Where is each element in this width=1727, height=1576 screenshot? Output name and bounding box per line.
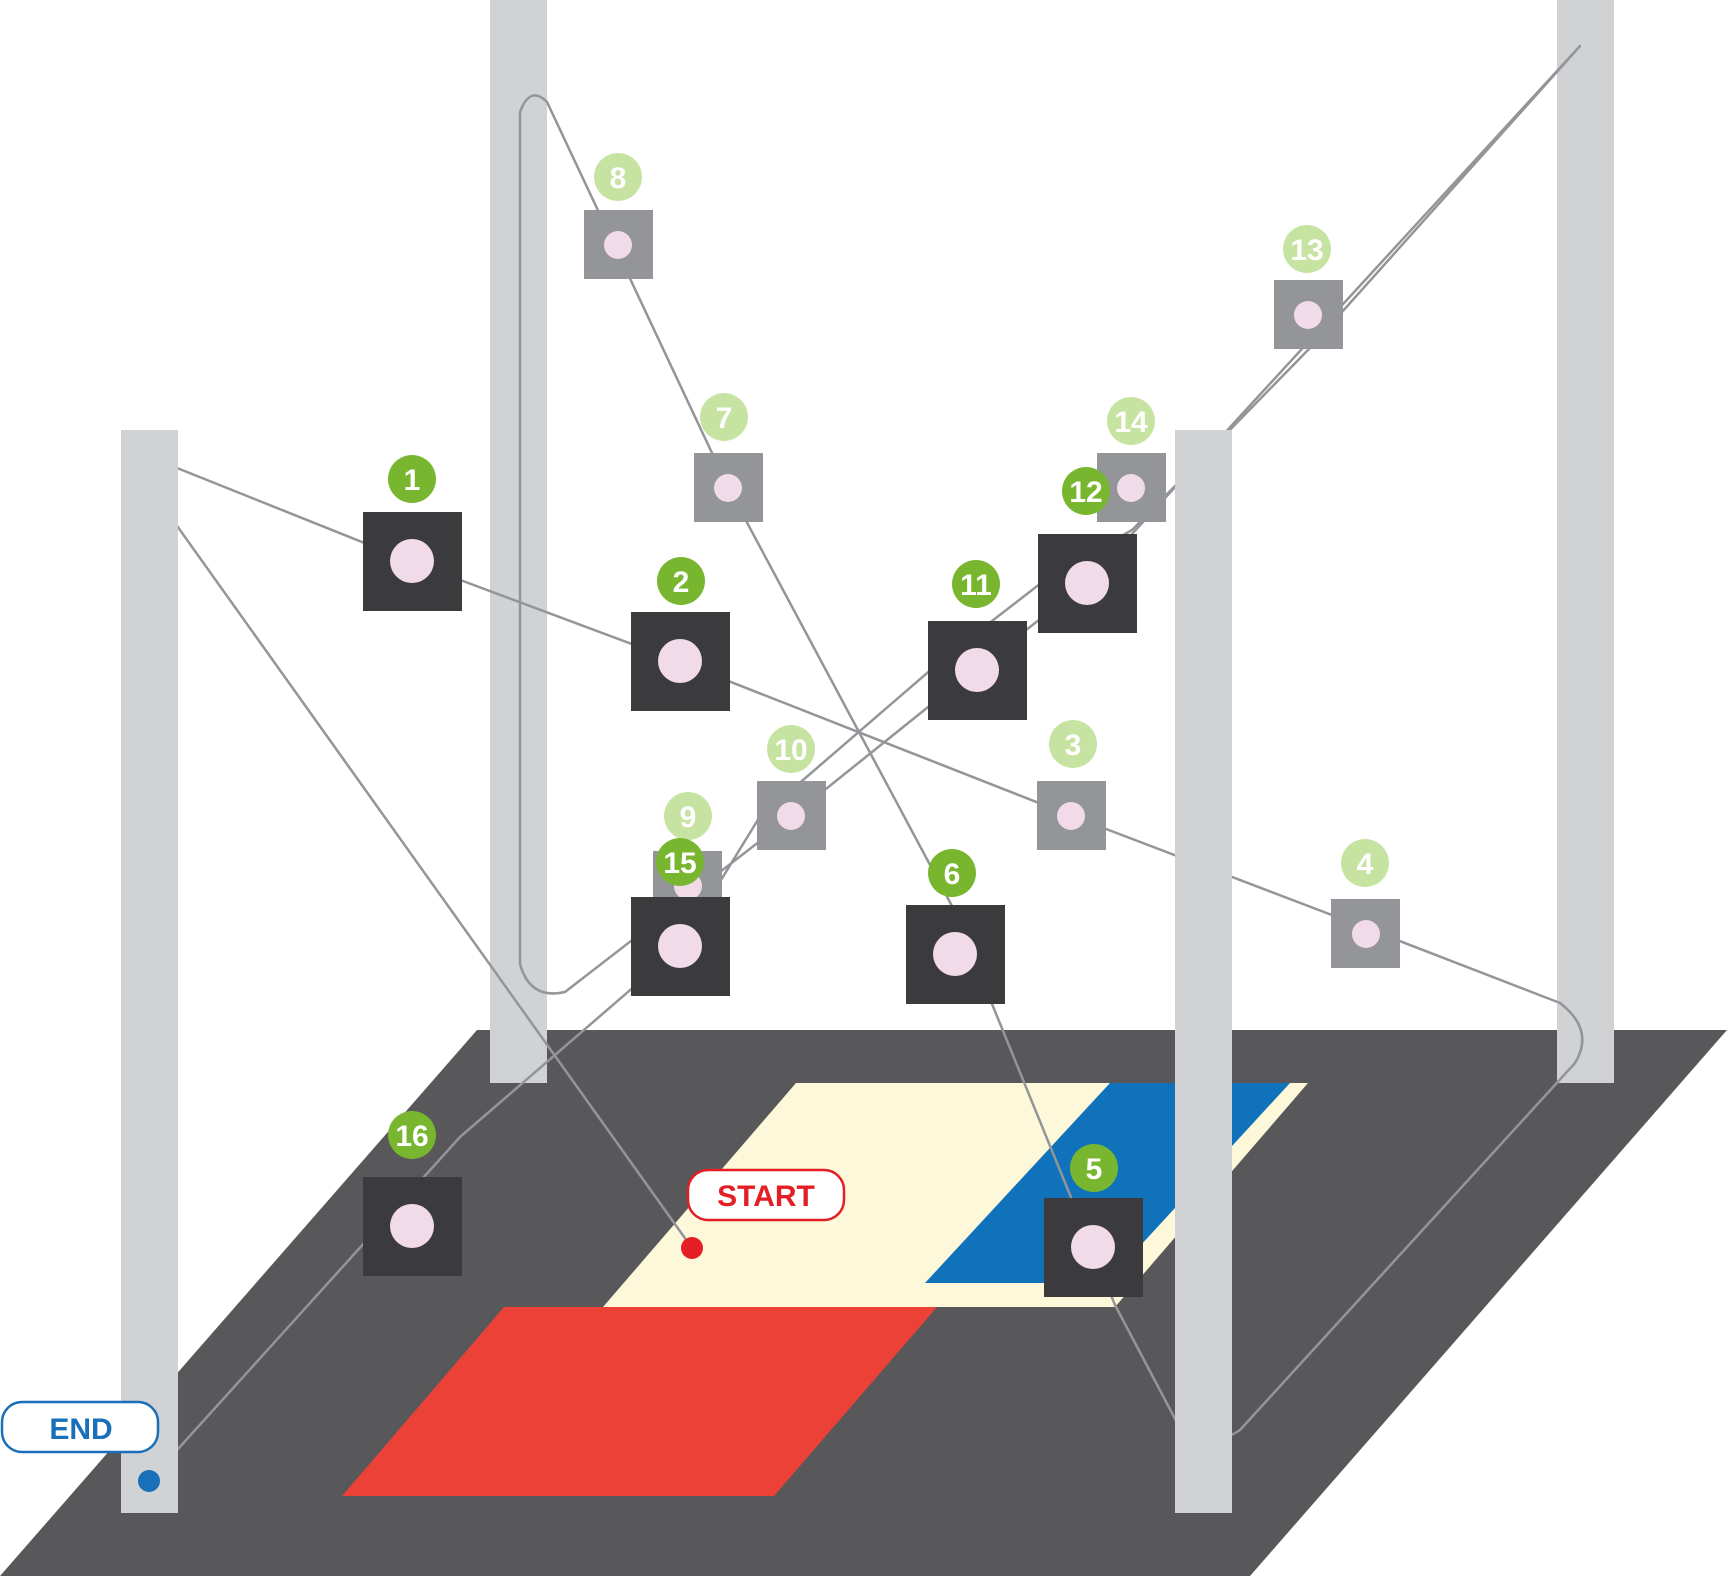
badge-5: 5 bbox=[1070, 1144, 1118, 1192]
pole-back-left bbox=[490, 0, 547, 1083]
panel-8 bbox=[584, 210, 653, 279]
svg-text:4: 4 bbox=[1357, 848, 1374, 881]
badge-7: 7 bbox=[700, 393, 748, 441]
badge-16: 16 bbox=[388, 1111, 436, 1159]
panel-10 bbox=[757, 781, 826, 850]
svg-text:15: 15 bbox=[663, 847, 696, 880]
end-dot bbox=[138, 1470, 160, 1492]
panel-15 bbox=[631, 897, 730, 996]
svg-text:16: 16 bbox=[395, 1120, 428, 1153]
svg-text:14: 14 bbox=[1114, 406, 1148, 439]
pole-front-right bbox=[1175, 430, 1232, 1513]
end-marker: END bbox=[0, 1400, 160, 1492]
target-16 bbox=[390, 1204, 434, 1248]
panel-6 bbox=[906, 905, 1005, 1004]
badge-14: 14 bbox=[1107, 397, 1155, 445]
badge-9: 9 bbox=[664, 792, 712, 840]
target-5 bbox=[1071, 1225, 1115, 1269]
end-label: END bbox=[49, 1413, 112, 1446]
svg-text:11: 11 bbox=[960, 569, 992, 602]
target-6 bbox=[933, 932, 977, 976]
start-marker: START bbox=[681, 1168, 846, 1259]
svg-text:13: 13 bbox=[1290, 234, 1323, 267]
red-mat bbox=[342, 1307, 937, 1496]
target-8 bbox=[604, 231, 632, 259]
panel-5 bbox=[1044, 1198, 1143, 1297]
start-dot bbox=[681, 1237, 703, 1259]
target-4 bbox=[1352, 920, 1380, 948]
badge-11: 11 bbox=[952, 560, 1000, 608]
svg-text:10: 10 bbox=[774, 734, 807, 767]
panel-16 bbox=[363, 1177, 462, 1276]
badge-6: 6 bbox=[928, 849, 976, 897]
panel-7 bbox=[694, 453, 763, 522]
target-10 bbox=[777, 802, 805, 830]
start-label-box bbox=[686, 1168, 846, 1222]
target-15 bbox=[658, 924, 702, 968]
panel-1 bbox=[363, 512, 462, 611]
panel-13 bbox=[1274, 280, 1343, 349]
target-7 bbox=[714, 474, 742, 502]
start-label: START bbox=[717, 1180, 815, 1213]
svg-text:12: 12 bbox=[1069, 476, 1102, 509]
target-2 bbox=[658, 639, 702, 683]
badge-2: 2 bbox=[657, 557, 705, 605]
svg-text:2: 2 bbox=[673, 566, 690, 599]
badge-12: 12 bbox=[1062, 467, 1110, 515]
target-13 bbox=[1294, 301, 1322, 329]
badge-3: 3 bbox=[1049, 720, 1097, 768]
svg-text:5: 5 bbox=[1086, 1153, 1103, 1186]
pole-front-left bbox=[121, 430, 178, 1513]
target-3 bbox=[1057, 802, 1085, 830]
badge-8: 8 bbox=[594, 153, 642, 201]
badge-13: 13 bbox=[1283, 225, 1331, 273]
panel-2 bbox=[631, 612, 730, 711]
svg-text:6: 6 bbox=[944, 858, 961, 891]
svg-text:3: 3 bbox=[1065, 729, 1082, 762]
badge-4: 4 bbox=[1341, 839, 1389, 887]
panel-4 bbox=[1331, 899, 1400, 968]
svg-text:8: 8 bbox=[610, 162, 627, 195]
panel-3 bbox=[1037, 781, 1106, 850]
badge-10: 10 bbox=[767, 725, 815, 773]
panel-12 bbox=[1038, 534, 1137, 633]
target-1 bbox=[390, 539, 434, 583]
svg-text:1: 1 bbox=[404, 464, 421, 497]
end-label-box bbox=[0, 1400, 160, 1454]
badge-1: 1 bbox=[388, 455, 436, 503]
target-14 bbox=[1117, 474, 1145, 502]
target-12 bbox=[1065, 561, 1109, 605]
target-11 bbox=[955, 648, 999, 692]
svg-text:7: 7 bbox=[716, 402, 733, 435]
pole-back-right bbox=[1557, 0, 1614, 1083]
svg-text:9: 9 bbox=[680, 801, 697, 834]
panel-11 bbox=[928, 621, 1027, 720]
badge-15: 15 bbox=[656, 838, 704, 886]
